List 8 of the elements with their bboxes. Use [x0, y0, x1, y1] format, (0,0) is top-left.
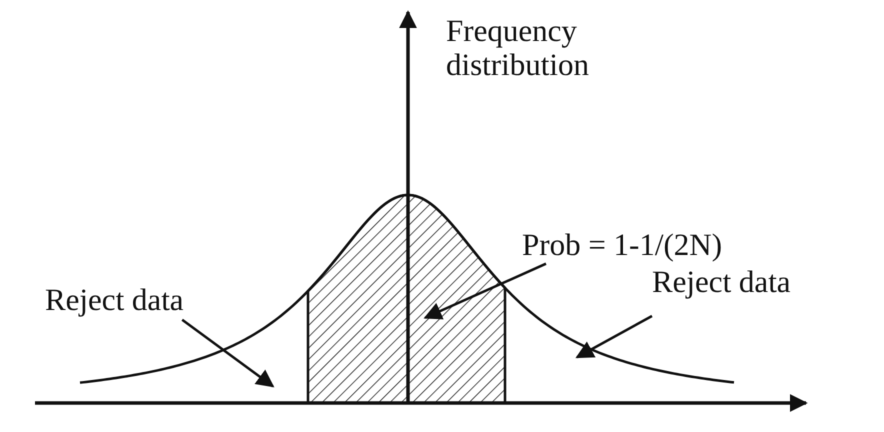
- annotation-text: Reject data: [45, 283, 184, 317]
- axis-label: Frequency distribution: [446, 14, 590, 82]
- leader-arrow: [575, 314, 653, 358]
- hatched-area: [306, 194, 506, 404]
- annotation-text: Prob = 1-1/(2N): [522, 228, 722, 262]
- leader-arrow: [424, 262, 547, 320]
- leader-arrow: [181, 318, 274, 388]
- annotation-text: Reject data: [652, 265, 791, 299]
